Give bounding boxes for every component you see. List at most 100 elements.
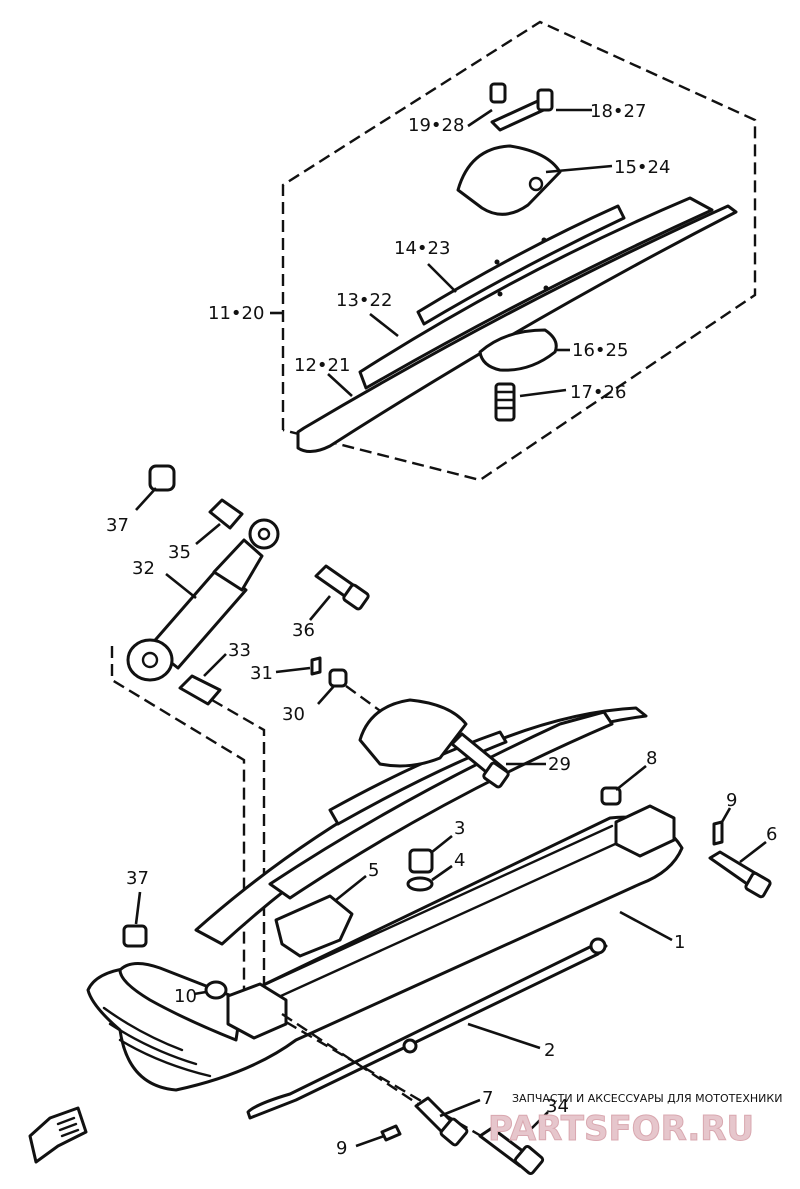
ski-edge-line: [248, 838, 626, 1012]
leader-7: [439, 1098, 481, 1118]
nut-37-top: [148, 464, 176, 492]
callout-18-27: 18•27: [590, 101, 646, 122]
watermark: ЗАПЧАСТИ И АКСЕССУАРЫ ДЛЯ МОТОТЕХНИКИ PA…: [488, 1092, 783, 1150]
cotter-pin-9-rear: [712, 820, 724, 846]
leader-1: [619, 910, 673, 942]
callout-16-25: 16•25: [572, 340, 628, 361]
fastener-group-upper: 36 31 30: [250, 564, 391, 725]
leader-31: [275, 666, 311, 674]
spring-leaf-14-23: [416, 204, 626, 326]
nut-30: [328, 668, 348, 688]
bolt-head-18-27: [536, 88, 554, 112]
ski-edge-line: [238, 824, 614, 998]
leader-34: [529, 1111, 549, 1131]
callout-19-28: 19•28: [408, 115, 464, 136]
leader-17-26: [519, 388, 567, 398]
leader-13-22: [369, 312, 399, 338]
leader-4: [431, 864, 453, 882]
callout-14-23: 14•23: [394, 238, 450, 259]
callout-37-lower: 37: [126, 868, 149, 889]
leader-9-lower: [355, 1134, 385, 1148]
leader-12-21: [327, 373, 353, 397]
callout-9-lower: 9: [336, 1138, 347, 1159]
leader-19-28: [467, 108, 493, 128]
leader-6: [739, 840, 767, 864]
ski-handle-loop: [118, 962, 244, 1042]
clamp-bracket-15-24: [456, 144, 562, 216]
callout-32: 32: [132, 558, 155, 579]
bolt-36-head: [342, 583, 370, 611]
ski-rib: [102, 1006, 184, 1052]
callout-29: 29: [548, 754, 571, 775]
callout-34: 34: [546, 1096, 569, 1117]
nut-37-lower: [122, 924, 148, 948]
washer-4: [406, 876, 434, 892]
callout-33: 33: [228, 640, 251, 661]
callout-7: 7: [482, 1088, 493, 1109]
spring-clamp: [358, 698, 468, 768]
callout-9-rear: 9: [726, 790, 737, 811]
spring-leaf-13-22: [358, 196, 714, 390]
leader-10: [193, 990, 207, 996]
leader-37-lower: [134, 891, 142, 925]
leader-14-23: [427, 263, 457, 293]
bolt-17-26: [494, 382, 516, 422]
leaf-hole: [541, 237, 547, 243]
bolt-34-head: [513, 1144, 545, 1176]
bracket-bolt-hole: [528, 176, 544, 192]
alignment-line: [110, 646, 246, 1000]
spring-slider-5: [274, 894, 354, 958]
leader-32: [165, 572, 197, 600]
leader-36: [309, 595, 331, 621]
callout-10: 10: [174, 986, 197, 1007]
callout-31: 31: [250, 663, 273, 684]
callout-1: 1: [674, 932, 685, 953]
cotter-pin-31: [310, 656, 322, 676]
alignment-line: [211, 698, 266, 1000]
shock-upper-eye: [248, 518, 280, 550]
shock-eye-hole: [257, 527, 271, 541]
leader-8: [615, 764, 647, 792]
spindle-mount: [226, 982, 288, 1040]
alignment-line: [281, 1012, 425, 1110]
nut-19-28: [489, 82, 507, 104]
shock-eye-hole: [141, 651, 159, 669]
callout-12-21: 12•21: [294, 355, 350, 376]
leader-5: [335, 874, 367, 902]
shock-absorber-group: 37 35 32 33: [106, 464, 280, 1000]
leader-37-top: [135, 487, 157, 511]
callout-4: 4: [454, 850, 465, 871]
leader-15-24: [545, 164, 613, 174]
ski-rib: [108, 1022, 198, 1066]
callout-30: 30: [282, 704, 305, 725]
bolt-29-head: [482, 761, 510, 789]
callout-6: 6: [766, 824, 777, 845]
washer-10: [204, 980, 228, 1000]
leader-33: [203, 653, 227, 677]
watermark-logo: PARTSFOR.RU: [488, 1109, 754, 1149]
ski-rib: [118, 1038, 212, 1078]
installed-leaf-spring-2: [268, 710, 614, 900]
wear-bar-stud: [402, 1038, 418, 1054]
callout-17-26: 17•26: [570, 382, 626, 403]
front-direction-arrow-icon: [28, 1106, 88, 1164]
callout-13-22: 13•22: [336, 290, 392, 311]
rear-mount-bracket: [614, 804, 676, 858]
callout-15-24: 15•24: [614, 157, 670, 178]
leader-9-rear: [720, 807, 732, 823]
spring-seat-16-25: [478, 328, 558, 372]
leader-35: [195, 523, 221, 545]
leaf-hole: [543, 285, 549, 291]
callout-36: 36: [292, 620, 315, 641]
leader-3: [431, 834, 453, 854]
callout-3: 3: [454, 818, 465, 839]
collar-33: [178, 674, 222, 706]
shock-lower-eye: [126, 638, 174, 682]
leader-2: [467, 1022, 541, 1050]
nut-8: [600, 786, 622, 806]
bolt-7-head: [439, 1117, 469, 1147]
callout-37-top: 37: [106, 515, 129, 536]
shock-upper-body: [212, 538, 264, 592]
cotter-pin-9-lower: [380, 1124, 402, 1142]
